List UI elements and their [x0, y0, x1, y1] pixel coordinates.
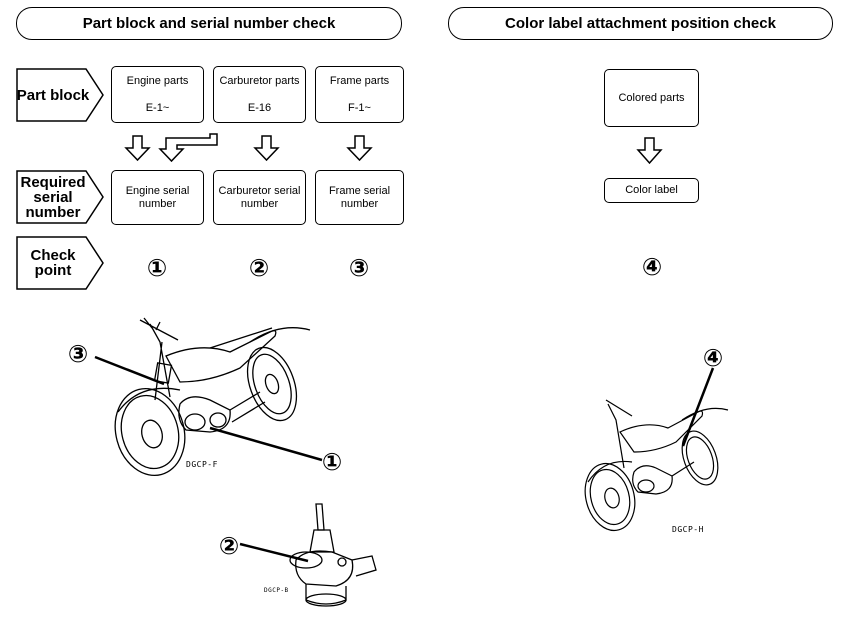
- row-label-text: Check point: [30, 247, 76, 279]
- part-block-carburetor: Carburetor parts E-16: [213, 66, 306, 123]
- right-section-header: Color label attachment position check: [448, 7, 833, 40]
- motorcycle-illustration-right: [584, 399, 729, 532]
- figure-code-carburetor: DGCP-B: [264, 587, 289, 594]
- row-label-text: Required serial number: [20, 173, 86, 221]
- bent-arrow-carburetor-to-engine: [158, 133, 218, 163]
- check-point-1: ①: [146, 255, 168, 282]
- figure-code-bike-right: DGCP-H: [672, 525, 704, 534]
- color-label-text: Color label: [625, 184, 678, 196]
- callout-engine-1: ①: [321, 449, 343, 476]
- callout-lines-left: [94, 355, 323, 462]
- down-arrow-frame: [346, 135, 373, 162]
- row-label-required-serial: Required serial number: [16, 170, 104, 224]
- check-point-3: ③: [348, 255, 370, 282]
- serial-name: Engine serial number: [125, 184, 190, 210]
- callout-line-label: [681, 367, 715, 447]
- part-block-code: E-16: [247, 101, 272, 114]
- pentagon-tag-shape: [16, 236, 104, 290]
- serial-box-frame: Frame serial number: [315, 170, 404, 225]
- serial-name: Carburetor serial number: [218, 184, 301, 210]
- part-block-code: F-1~: [348, 101, 371, 114]
- part-block-name: Engine parts: [126, 74, 189, 87]
- check-point-2: ②: [248, 255, 270, 282]
- callout-frame-3: ③: [67, 341, 89, 368]
- color-label-box: Color label: [604, 178, 699, 203]
- left-section-header: Part block and serial number check: [16, 7, 402, 40]
- down-arrow-carburetor: [253, 135, 280, 162]
- part-block-name: Frame parts: [329, 74, 390, 87]
- figure-code-bike-left: DGCP-F: [186, 460, 218, 469]
- callout-line-carburetor: [239, 542, 309, 563]
- motorcycle-illustration-left: [114, 317, 311, 477]
- serial-name: Frame serial number: [328, 184, 391, 210]
- down-arrow-engine: [124, 135, 151, 162]
- colored-parts-box: Colored parts: [604, 69, 699, 127]
- row-label-part-block: Part block: [16, 68, 104, 122]
- part-block-code: E-1~: [145, 101, 170, 114]
- serial-box-engine: Engine serial number: [111, 170, 204, 225]
- pentagon-tag-shape: [16, 68, 104, 122]
- flow-arrows: [124, 133, 373, 163]
- colored-parts-label: Colored parts: [618, 91, 685, 104]
- check-point-4: ④: [641, 254, 663, 281]
- down-arrow-color-label: [636, 137, 663, 165]
- callout-carburetor-2: ②: [218, 533, 240, 560]
- part-block-frame: Frame parts F-1~: [315, 66, 404, 123]
- row-label-text: Part block: [16, 86, 90, 104]
- serial-box-carburetor: Carburetor serial number: [213, 170, 306, 225]
- part-block-name: Carburetor parts: [219, 74, 300, 87]
- carburetor-illustration: [289, 503, 377, 607]
- part-block-engine: Engine parts E-1~: [111, 66, 204, 123]
- pentagon-tag-shape: [16, 170, 104, 224]
- callout-label-4: ④: [702, 345, 724, 372]
- row-label-check-point: Check point: [16, 236, 104, 290]
